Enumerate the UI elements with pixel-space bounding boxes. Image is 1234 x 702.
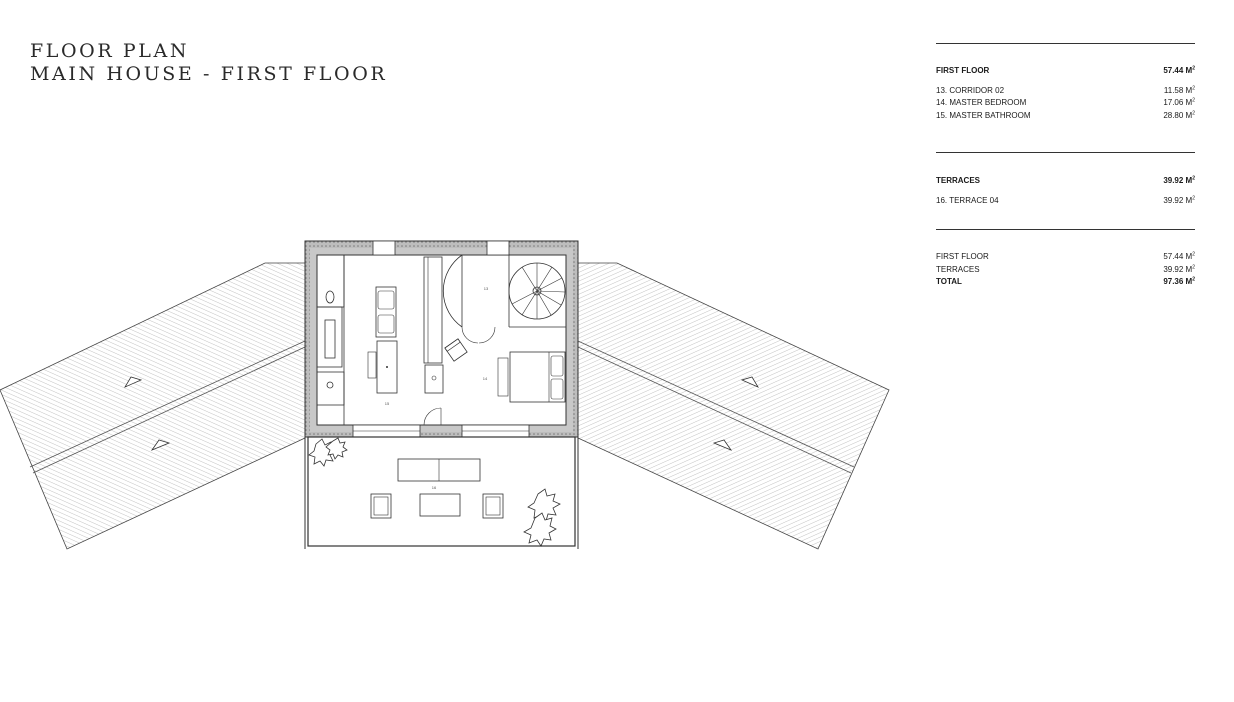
total-label: FIRST FLOOR bbox=[936, 252, 989, 261]
section-label: FIRST FLOOR bbox=[936, 66, 990, 75]
lounge-chair-icon bbox=[482, 493, 504, 519]
room-area: 28.80 M2 bbox=[1163, 109, 1195, 120]
section-value: 39.92 M2 bbox=[1163, 175, 1195, 185]
total-row: FIRST FLOOR 57.44 M2 bbox=[936, 251, 1195, 264]
room-number-14: 14 bbox=[483, 376, 488, 381]
vanity-icon bbox=[324, 319, 336, 359]
right-roof bbox=[577, 262, 890, 550]
room-number-15: 15 bbox=[385, 401, 390, 406]
plant-icon bbox=[523, 488, 561, 547]
total-label: TOTAL bbox=[936, 277, 962, 286]
first-floor-header: FIRST FLOOR 57.44 M2 bbox=[936, 65, 1195, 78]
room-row: 16. TERRACE 04 39.92 M2 bbox=[936, 195, 1195, 208]
left-roof bbox=[0, 262, 306, 550]
divider bbox=[936, 152, 1195, 153]
house-walls bbox=[304, 240, 579, 438]
title-line-1: FLOOR PLAN bbox=[30, 40, 190, 62]
outdoor-sofa-icon bbox=[397, 458, 481, 482]
armchair-icon bbox=[444, 338, 468, 362]
coffee-table-icon bbox=[419, 493, 461, 517]
corridor-and-stair: 13 bbox=[442, 254, 566, 344]
room-number-13: 13 bbox=[484, 286, 489, 291]
total-row: TERRACES 39.92 M2 bbox=[936, 264, 1195, 277]
roof-slope-arrow-icon bbox=[740, 376, 759, 388]
room-area: 39.92 M2 bbox=[1163, 194, 1195, 205]
total-value: 97.36 M2 bbox=[1163, 276, 1195, 286]
toilet-icon bbox=[325, 290, 335, 304]
bathroom-fixtures: 15 bbox=[316, 254, 444, 425]
shower-drain-icon bbox=[326, 381, 334, 389]
room-area: 17.06 M2 bbox=[1163, 97, 1195, 107]
divider bbox=[936, 43, 1195, 44]
bed-icon bbox=[497, 351, 566, 403]
wardrobe-icon bbox=[423, 256, 443, 364]
roof-slope-arrow-icon bbox=[124, 376, 143, 388]
room-area: 11.58 M2 bbox=[1163, 84, 1195, 95]
room-row: 13. CORRIDOR 02 11.58 M2 bbox=[936, 85, 1195, 98]
total-value: 57.44 M2 bbox=[1163, 251, 1195, 261]
area-schedule: FIRST FLOOR 57.44 M2 13. CORRIDOR 02 11.… bbox=[936, 43, 1195, 289]
lounge-chair-icon bbox=[370, 493, 392, 519]
room-label: 14. MASTER BEDROOM bbox=[936, 98, 1027, 107]
section-label: TERRACES bbox=[936, 176, 981, 185]
roof-slope-arrow-icon bbox=[712, 439, 733, 451]
room-label: 15. MASTER BATHROOM bbox=[936, 110, 1031, 120]
terraces-header: TERRACES 39.92 M2 bbox=[936, 175, 1195, 188]
title-line-2: MAIN HOUSE - FIRST FLOOR bbox=[30, 63, 388, 85]
room-label: 16. TERRACE 04 bbox=[936, 195, 999, 205]
room-row: 14. MASTER BEDROOM 17.06 M2 bbox=[936, 97, 1195, 110]
room-label: 13. CORRIDOR 02 bbox=[936, 85, 1005, 95]
section-value: 57.44 M2 bbox=[1163, 65, 1195, 75]
roof-slope-arrow-icon bbox=[150, 439, 171, 451]
spiral-stair-icon bbox=[508, 262, 566, 320]
room-row: 15. MASTER BATHROOM 28.80 M2 bbox=[936, 110, 1195, 123]
terrace: 16 bbox=[304, 436, 579, 549]
sink-counter-icon bbox=[375, 286, 397, 338]
bathtub-icon bbox=[376, 340, 398, 394]
total-value: 39.92 M2 bbox=[1163, 263, 1195, 274]
bedroom-furniture: 14 bbox=[423, 338, 566, 426]
divider bbox=[936, 229, 1195, 230]
room-number-16: 16 bbox=[432, 485, 437, 490]
plant-icon bbox=[308, 437, 348, 467]
total-label: TERRACES bbox=[936, 264, 980, 274]
grand-total-row: TOTAL 97.36 M2 bbox=[936, 276, 1195, 289]
page-title: FLOOR PLAN MAIN HOUSE - FIRST FLOOR bbox=[30, 40, 387, 86]
